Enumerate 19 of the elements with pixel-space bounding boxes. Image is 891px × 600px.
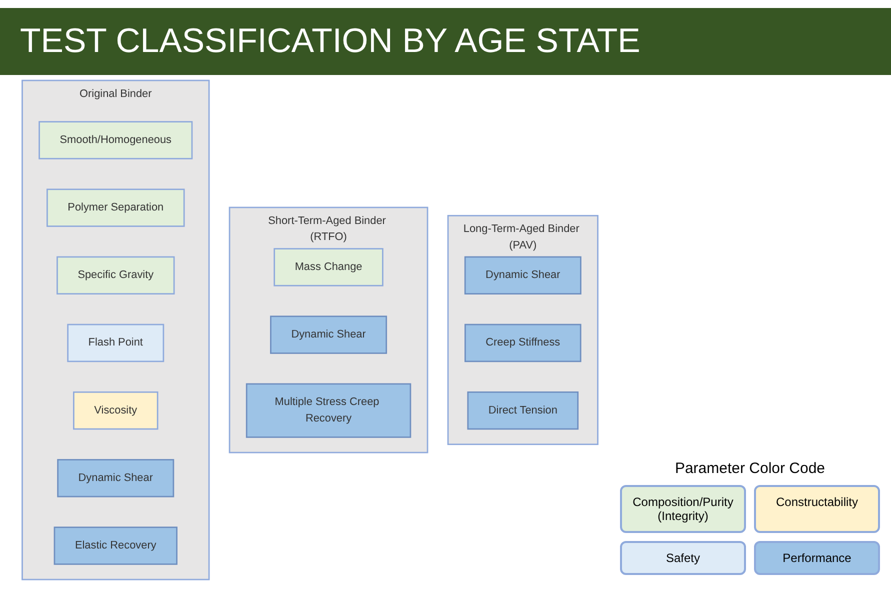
- node-box: Creep Stiffness: [464, 324, 582, 362]
- node-box: Dynamic Shear: [57, 459, 174, 498]
- node-box: Multiple Stress Creep Recovery: [246, 383, 412, 438]
- node-box: Specific Gravity: [56, 256, 175, 294]
- node-box: Dynamic Shear: [464, 256, 582, 294]
- node-box: Viscosity: [73, 391, 158, 430]
- node-box: Flash Point: [67, 324, 164, 362]
- node-box: Dynamic Shear: [270, 316, 388, 354]
- legend-swatch: Safety: [620, 541, 746, 575]
- node-box: Mass Change: [274, 248, 384, 286]
- node-box: Polymer Separation: [46, 188, 185, 227]
- title-banner: TEST CLASSIFICATION BY AGE STATE: [0, 8, 891, 75]
- legend-swatch: Composition/Purity (Integrity): [620, 485, 746, 533]
- legend-title: Parameter Color Code: [674, 460, 826, 477]
- legend-swatch: Constructability: [754, 485, 880, 533]
- node-box: Direct Tension: [467, 391, 579, 430]
- legend-swatch: Performance: [754, 541, 880, 575]
- node-box: Elastic Recovery: [54, 526, 178, 565]
- node-box: Smooth/Homogeneous: [38, 121, 193, 160]
